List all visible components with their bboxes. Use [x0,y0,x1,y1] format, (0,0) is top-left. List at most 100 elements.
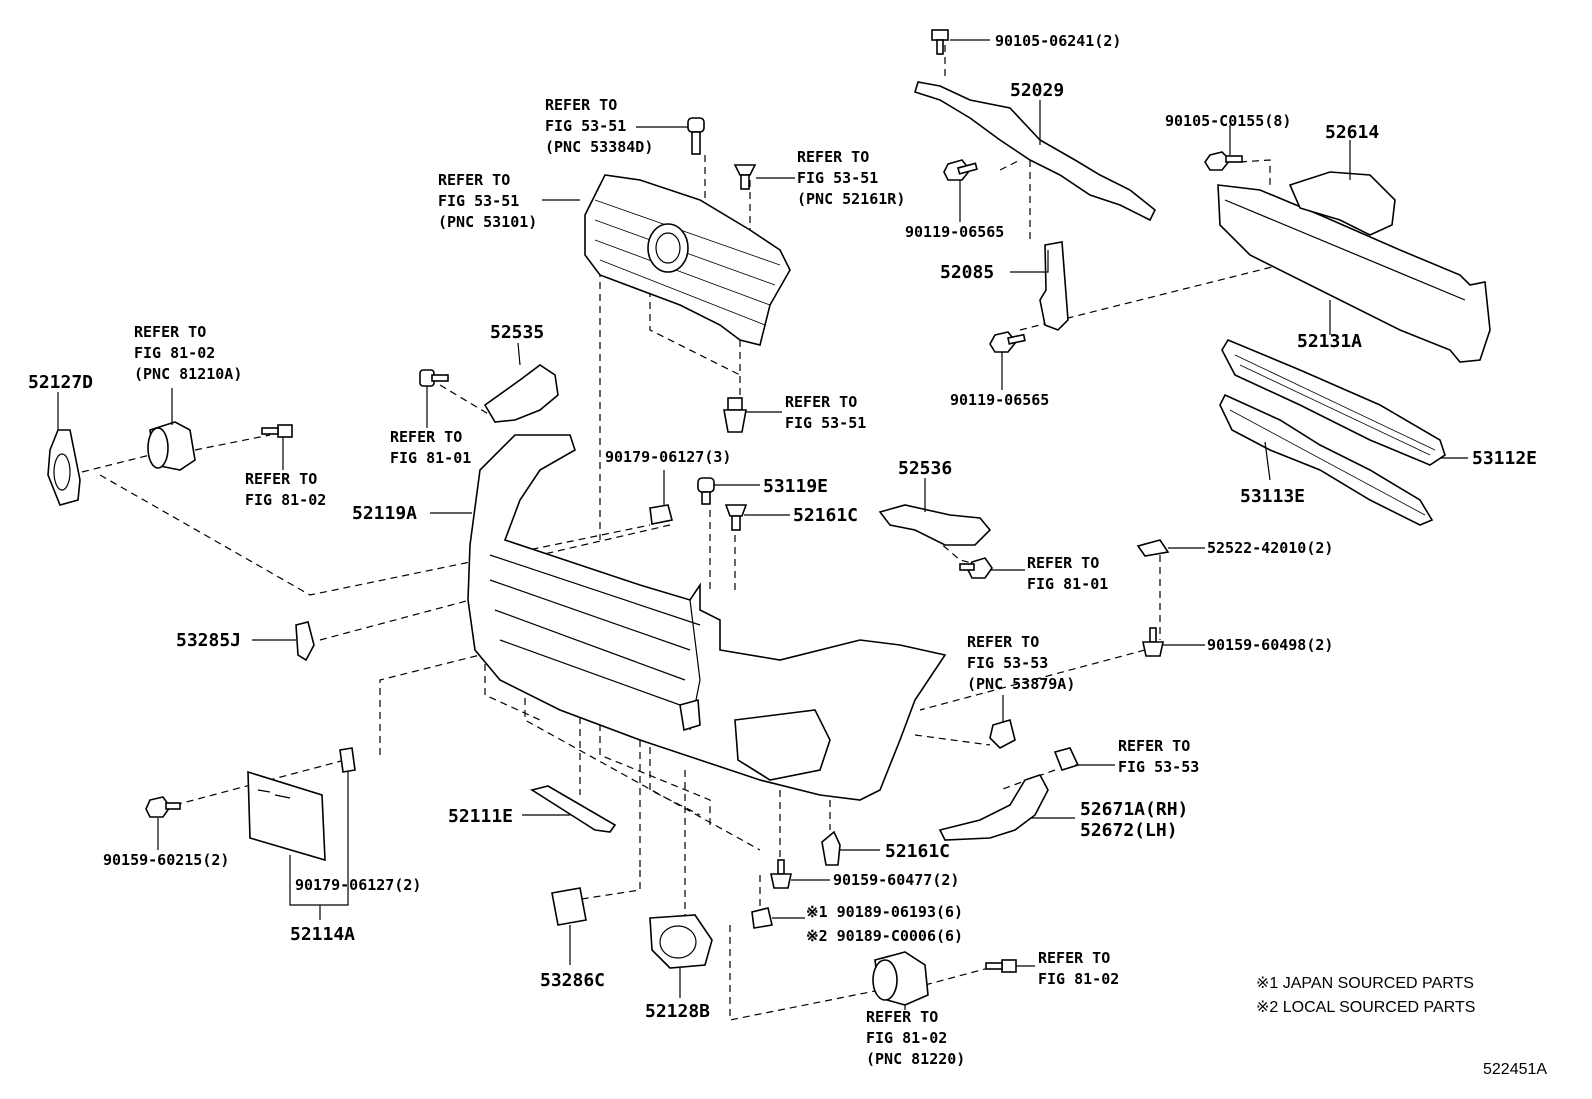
refer-text-line2: FIG 81-01 [1027,575,1108,593]
reinforcement-52029 [914,81,1157,222]
label-clip-note-1: ※1 90189-06193(6) [806,903,963,921]
assembly-dashed-lines [81,45,1341,1021]
refer-text-line1: REFER TO [1027,554,1099,572]
label-cap-53285j: 53285J [176,630,241,651]
clip-53384d [687,117,705,155]
fog-lamp-81220 [872,951,929,1006]
bracket-52536 [878,504,992,546]
refer-text-line3: (PNC 52161R) [797,190,905,208]
absorber-52614 [1288,171,1396,236]
license-bracket-52114a [247,770,326,862]
refer-text-line2: FIG 81-02 [245,491,326,509]
label-nut-90179-06127-2: 90179-06127(2) [295,876,421,894]
refer-fig-81-02-a: REFER TO FIG 81-02 (PNC 81210A) [134,323,242,383]
bolt-90119-upper [943,159,978,181]
label-bolt-90159-60498: 90159-60498(2) [1207,636,1333,654]
refer-text-line1: REFER TO [245,470,317,488]
refer-text-line2: FIG 81-02 [134,344,215,362]
clip-fig-53-51 [723,397,747,433]
radiator-grille [584,174,791,346]
cover-53286c [551,887,587,926]
label-fog-cover-52128b: 52128B [645,1001,710,1022]
screw-90159-60215 [145,796,181,818]
refer-text-line1: REFER TO [390,428,462,446]
note-local-sourced: ※2 LOCAL SOURCED PARTS [1256,999,1475,1016]
refer-fig-81-02-d: REFER TO FIG 81-02 (PNC 81220) [866,1008,965,1068]
clip-52161c-upper [724,504,748,531]
refer-fig-53-51-low: REFER TO FIG 53-51 [785,393,866,432]
refer-fig-81-02-c: REFER TO FIG 81-02 [1038,949,1119,988]
refer-text-line2: FIG 53-51 [785,414,866,432]
grille-53113e [1219,393,1434,526]
label-nut-52522-42010: 52522-42010(2) [1207,539,1333,557]
label-bolt-90105-06241: 90105-06241(2) [995,32,1121,50]
refer-text-line1: REFER TO [545,96,617,114]
screw-fig-81-01-right [959,557,993,579]
grille-53112e [1221,338,1446,466]
refer-text-line1: REFER TO [967,633,1039,651]
refer-fig-53-51-r: REFER TO FIG 53-51 (PNC 52161R) [797,148,905,208]
label-bracket-52085: 52085 [940,262,994,283]
refer-fig-53-53-a: REFER TO FIG 53-53 (PNC 53879A) [967,633,1075,693]
screw-90159-60477 [770,859,792,889]
bolt-90105-06241 [931,29,949,55]
refer-text-line2: FIG 81-01 [390,449,471,467]
label-screw-90159-60215: 90159-60215(2) [103,851,229,869]
screw-fig-81-01-left [419,369,449,387]
refer-text-line2: FIG 53-53 [967,654,1048,672]
label-bolt-90105-c0155: 90105-C0155(8) [1165,112,1291,130]
refer-text-line3: (PNC 81210A) [134,365,242,383]
label-support-lh: 52672(LH) [1080,820,1178,841]
label-bolt-90119-lower: 90119-06565 [950,391,1049,409]
reinforcement-52131a [1217,184,1491,363]
cap-53285j [295,621,315,662]
label-bracket-52535: 52535 [490,322,544,343]
label-bracket-52536: 52536 [898,458,952,479]
leader-lines [57,39,1468,1010]
refer-text-line1: REFER TO [1038,949,1110,967]
clip-52161c-lower [821,830,841,866]
label-clip-52161c-lower: 52161C [885,841,950,862]
strip-52111e [529,785,617,833]
bolt-90119-lower [989,331,1026,353]
refer-text-line3: (PNC 81220) [866,1050,965,1068]
illustration-id: 522451A [1483,1061,1547,1078]
label-clip-note-2: ※2 90189-C0006(6) [806,927,963,945]
refer-fig-53-51-grille: REFER TO FIG 53-51 (PNC 53101) [438,171,537,231]
fog-cover-52127d [47,429,81,506]
label-fog-cover-52127d: 52127D [28,372,93,393]
clip-fig-53-53 [1053,747,1080,771]
bumper-cover-52119a [467,434,947,801]
refer-text-line1: REFER TO [866,1008,938,1026]
bracket-52535 [483,364,559,423]
nut-90179-06127-2 [339,747,356,773]
refer-text-line2: FIG 81-02 [866,1029,947,1047]
refer-text-line1: REFER TO [785,393,857,411]
refer-text-line1: REFER TO [1118,737,1190,755]
label-support-rh: 52671A(RH) [1080,799,1188,820]
clip-90189 [751,907,773,929]
refer-text-line3: (PNC 53384D) [545,138,653,156]
label-reinforcement-52029: 52029 [1010,80,1064,101]
bolt-90105-c0155 [1204,151,1243,171]
refer-fig-81-02-b: REFER TO FIG 81-02 [245,470,326,509]
note-japan-sourced: ※1 JAPAN SOURCED PARTS [1256,975,1474,992]
nut-52522-42010 [1136,539,1170,557]
label-grille-53112e: 53112E [1472,448,1537,469]
label-bolt-90119-upper: 90119-06565 [905,223,1004,241]
refer-text-line2: FIG 53-53 [1118,758,1199,776]
label-bumper-cover-52119a: 52119A [352,503,417,524]
label-reinforcement-52131a: 52131A [1297,331,1362,352]
label-grille-53113e: 53113E [1240,486,1305,507]
refer-text-line1: REFER TO [134,323,206,341]
refer-text-line1: REFER TO [797,148,869,166]
nut-90179-06127 [649,504,673,525]
clip-53119e [697,477,715,505]
refer-text-line2: FIG 53-51 [545,117,626,135]
label-clip-52161c-upper: 52161C [793,505,858,526]
label-absorber-52614: 52614 [1325,122,1379,143]
label-strip-52111e: 52111E [448,806,513,827]
label-cover-53286c: 53286C [540,970,605,991]
bracket-52085 [1039,241,1069,331]
